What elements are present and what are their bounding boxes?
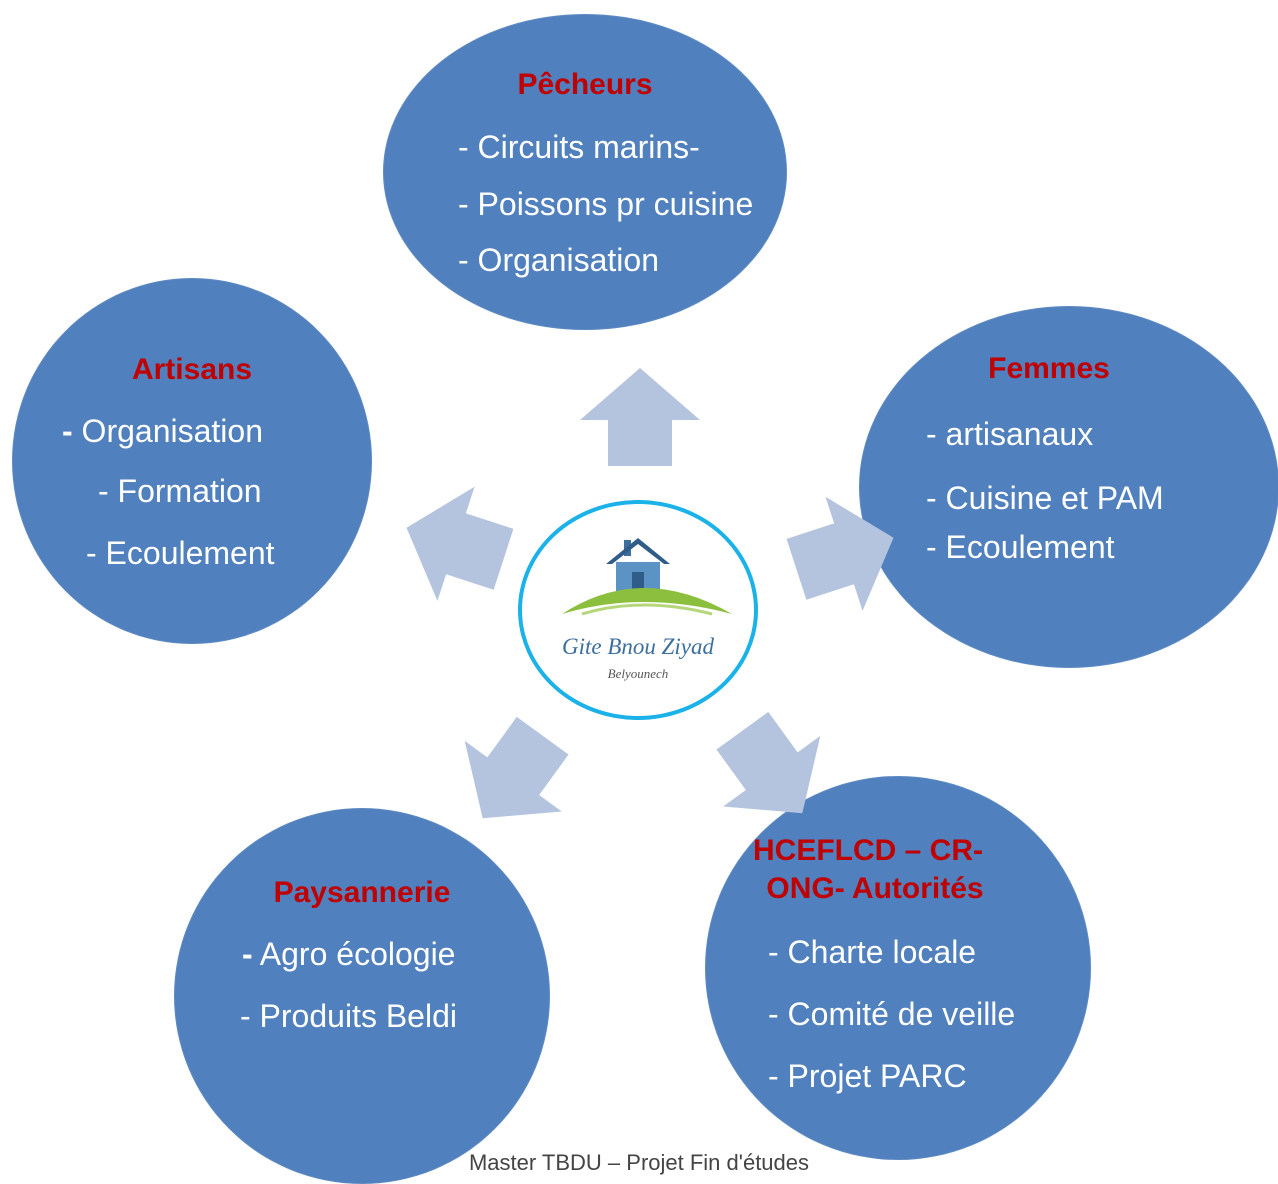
- bubble-femmes-line-3: - Ecoulement: [926, 529, 1115, 565]
- bubble-pecheurs-title: Pêcheurs: [517, 68, 653, 101]
- bubble-artisans-line-1-text: Organisation: [81, 413, 263, 449]
- bubble-hceflcd-title-2: ONG- Autorités: [766, 872, 984, 905]
- bubble-femmes-title: Femmes: [988, 352, 1110, 385]
- bubble-paysannerie-line-1: - Agro écologie: [242, 936, 455, 973]
- arrow-upleft-icon: [406, 486, 514, 601]
- bubble-femmes: [859, 306, 1278, 668]
- bubble-hceflcd-title-1: HCEFLCD – CR-: [753, 834, 983, 867]
- arrow-upright-icon: [786, 496, 894, 611]
- bubble-femmes-line-1: - artisanaux: [926, 416, 1094, 452]
- arrow-downright-icon: [716, 711, 821, 814]
- bubble-artisans-dash: -: [62, 413, 73, 449]
- bubble-artisans: [12, 278, 372, 644]
- bubble-paysannerie-title: Paysannerie: [273, 876, 451, 909]
- arrow-downleft-icon: [464, 716, 569, 819]
- footer-text: Master TBDU – Projet Fin d'études: [468, 1150, 810, 1175]
- bubble-artisans-title: Artisans: [131, 353, 253, 386]
- logo-subtitle: Belyounech: [607, 666, 669, 681]
- bubble-paysannerie-dash: -: [242, 936, 253, 972]
- bubble-artisans-line-3: - Ecoulement: [86, 535, 275, 571]
- bubble-hceflcd-line-3: - Projet PARC: [768, 1058, 967, 1094]
- bubble-pecheurs-line-2: - Poissons pr cuisine: [458, 186, 754, 222]
- logo-name: Gite Bnou Ziyad: [561, 634, 715, 659]
- bubble-hceflcd: [705, 776, 1091, 1160]
- center-logo: Gite Bnou Ziyad Belyounech: [518, 500, 758, 720]
- bubble-pecheurs-line-3: - Organisation: [458, 242, 659, 278]
- arrow-up-icon: [580, 368, 700, 466]
- bubble-femmes-line-2: - Cuisine et PAM: [926, 480, 1164, 516]
- bubble-paysannerie: [174, 808, 550, 1184]
- bubble-paysannerie-line-2: - Produits Beldi: [240, 998, 457, 1034]
- bubble-hceflcd-line-1: - Charte locale: [768, 934, 977, 970]
- bubble-pecheurs-line-1: - Circuits marins-: [458, 129, 700, 165]
- bubble-artisans-line-1: - Organisation: [62, 413, 263, 450]
- bubble-pecheurs: [383, 14, 787, 330]
- bubble-artisans-line-2: - Formation: [98, 473, 262, 509]
- bubble-paysannerie-line-1-text: Agro écologie: [259, 936, 456, 972]
- bubble-hceflcd-line-2: - Comité de veille: [768, 996, 1016, 1032]
- house-logo-icon: [562, 538, 732, 616]
